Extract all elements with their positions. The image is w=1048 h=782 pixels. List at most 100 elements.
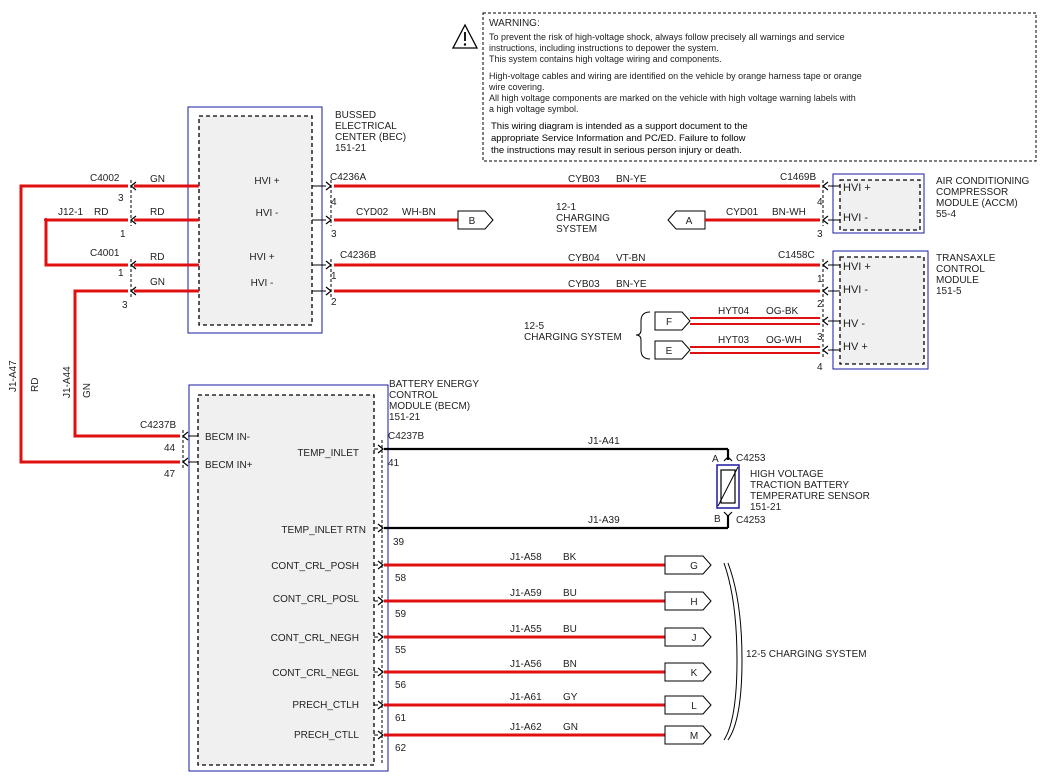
tcm-module-body [839,256,925,365]
accm-module-border [832,173,925,234]
tcm-pin-label: HVI - [843,284,868,296]
bec-pin-label: HVI - [251,278,274,289]
becm-pin-label: PRECH_CTLH [292,700,359,711]
bec-name: CENTER (BEC) [335,132,406,143]
connector-pin-arrow [822,181,829,191]
wire-color: BU [563,588,577,599]
connector-pin-arrow [182,457,189,467]
wire-j1-a47 [19,184,180,464]
sensor-name: TEMPERATURE SENSOR [750,491,870,502]
wire-color: RD [94,207,108,218]
wire-color: BN-YE [616,174,647,185]
becm-pin-label: CONT_CRL_POSH [271,561,359,572]
flag-label: M [690,731,698,742]
accm-name: MODULE (ACCM) [936,198,1018,209]
thermistor-icon [720,469,736,504]
wire-color: OG-BK [766,306,799,317]
left-harness: C4002 3 1 J12-1 RD C4001 1 3 GN RD RD GN… [8,173,199,480]
bec-name: BUSSED [335,110,376,121]
accm-module-body [839,179,921,231]
bec-name: ELECTRICAL [335,121,397,132]
flag-k [664,662,712,682]
tcm-pin-label: HV - [843,318,865,330]
connector-pin-arrow [377,596,384,606]
wire-circuit: CYD01 [726,207,759,218]
becm-name: MODULE (BECM) [389,401,470,412]
becm-name: CONTROL [389,390,438,401]
pin-number: 39 [393,537,405,548]
warning-line: All high voltage components are marked o… [489,93,856,103]
wire-color: BK [563,552,577,563]
accm-name: AIR CONDITIONING [936,176,1030,187]
pin-number: 1 [118,268,124,279]
connector-pin-arrow [377,667,384,677]
pin-number: 2 [331,297,337,308]
pin-number: 61 [395,713,407,724]
sensor-name: HIGH VOLTAGE [750,469,824,480]
wire-circuit: J1-A39 [588,515,620,526]
accm-name: 55-4 [936,209,956,220]
connector-label: C4001 [90,248,120,259]
warning-line: a high voltage symbol. [489,104,579,114]
sensor-name: 151-21 [750,502,782,513]
bec-pin-label: HVI + [254,176,279,187]
bec-pin-label: HVI + [249,252,274,263]
pin-number: 4 [331,197,337,208]
wire-color: RD [150,252,164,263]
connector-pin-arrow [130,215,137,225]
wire-color: GN [82,383,93,398]
bec-module: BUSSED ELECTRICAL CENTER (BEC) 151-21 HV… [187,106,406,334]
wire-circuit: J1-A41 [588,436,620,447]
wire-circuit: J1-A61 [510,692,542,703]
ref-charging-12-1: CHARGING [556,213,610,224]
wire-color: WH-BN [402,207,436,218]
connector-label: C1469B [780,172,816,183]
becm-pin-label: CONT_CRL_POSL [273,594,360,605]
becm-pin-label: CONT_CRL_NEGH [271,633,359,644]
flag-label: G [690,561,698,572]
wire-circuit: J1-A47 [8,360,19,392]
pin-number: 3 [817,332,823,343]
connector-label: C4253 [736,515,766,526]
pin-number: 3 [817,229,823,240]
flag-label: B [469,216,476,227]
wire-circuit: CYB03 [568,279,600,290]
sensor-pin: B [714,514,721,525]
connector-pin-arrow [822,316,829,326]
wire-color: GN [563,722,578,733]
becm-pin-label: CONT_CRL_NEGL [272,668,359,679]
pin-number: 3 [122,300,128,311]
wire-color: RD [30,378,41,392]
flag-label: J [692,633,697,644]
sensor-name: TRACTION BATTERY [750,480,849,491]
becm-module-border [188,384,389,772]
connector-pin-arrow [723,511,733,517]
flag-label: E [666,346,673,357]
warning-frame [482,12,1037,162]
connector-pin-arrow [130,286,137,296]
bec-module-body [198,115,313,326]
ref-charging-12-5: 12-5 CHARGING SYSTEM [746,649,867,660]
flag-g [664,555,712,575]
wire-color: BN-YE [616,279,647,290]
becm-pin-label: BECM IN- [205,432,250,443]
pin-number: 44 [164,443,176,454]
pin-number: 4 [817,362,823,373]
flag-j [664,627,712,647]
becm-name: BATTERY ENERGY [389,379,479,390]
connector-label: C4236A [330,172,366,183]
connector-pin-arrow [822,345,829,355]
connector-pin-arrow [377,700,384,710]
wire-circuit: CYB03 [568,174,600,185]
pin-number: 3 [331,229,337,240]
wire-color: BU [563,624,577,635]
becm-pin-label: PRECH_CTLL [294,730,359,741]
connector-pin-arrow [822,286,829,296]
warning-notice-line: This wiring diagram is intended as a sup… [491,121,748,132]
brace-bracket [635,311,651,360]
connector-pin-arrow [182,431,189,441]
connector-pin-arrow [325,260,332,270]
bec-right-harness: C4236A 4 3 C4236B 1 2 CYB03 BN-YE CYD02 … [312,172,840,373]
